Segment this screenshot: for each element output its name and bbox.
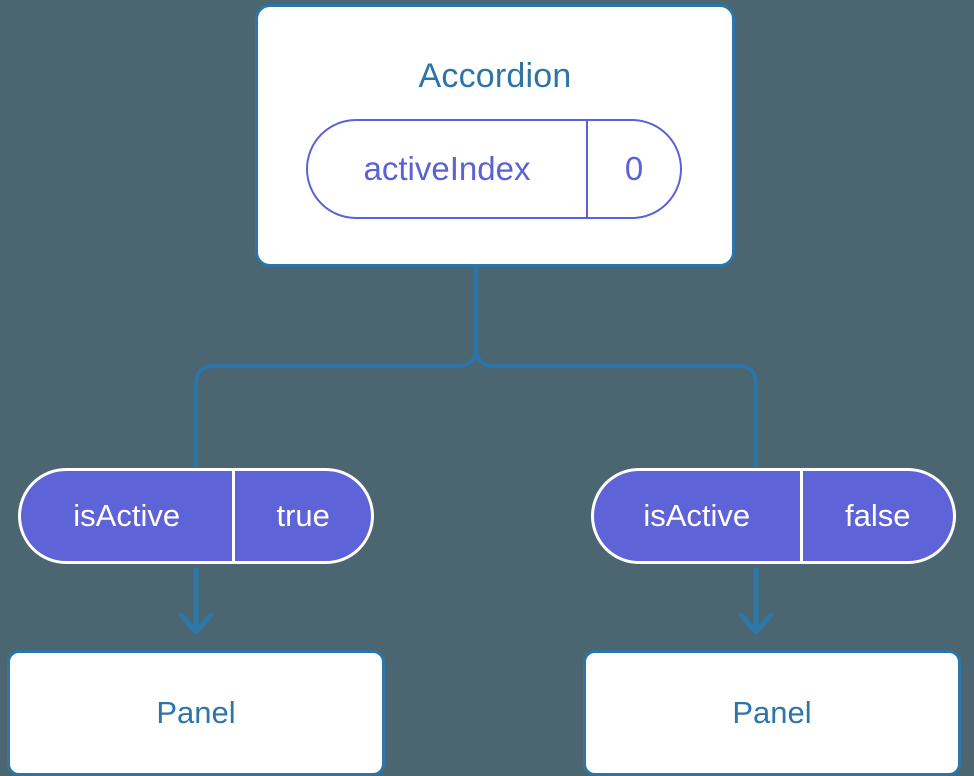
- panel-component-card-right[interactable]: Panel: [583, 650, 961, 776]
- prop-pill-is-active-right[interactable]: isActive false: [591, 468, 956, 564]
- prop-pill-value: false: [799, 471, 953, 561]
- panel-title: Panel: [732, 695, 812, 730]
- panel-component-card-left[interactable]: Panel: [7, 650, 385, 776]
- state-pill-key: activeIndex: [363, 150, 531, 187]
- state-pill-active-index[interactable]: activeIndex 0: [306, 119, 682, 219]
- panel-title: Panel: [156, 695, 236, 730]
- prop-pill-is-active-left[interactable]: isActive true: [18, 468, 374, 564]
- accordion-title: Accordion: [418, 57, 572, 95]
- state-pill-value: 0: [586, 121, 680, 217]
- down-arrow-icon-right: [738, 568, 774, 635]
- prop-pill-key: isActive: [73, 498, 181, 533]
- prop-pill-key: isActive: [643, 498, 751, 533]
- prop-pill-value: true: [232, 471, 371, 561]
- down-arrow-icon-left: [178, 568, 214, 635]
